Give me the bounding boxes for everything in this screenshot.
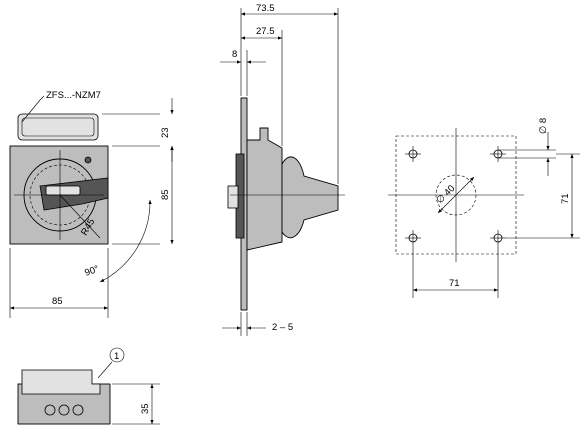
dim-27-5-label: 27.5 [256, 26, 275, 37]
dim-23-label: 23 [160, 127, 171, 138]
callout-circle [109, 347, 125, 363]
indicator-2 [58, 404, 70, 416]
rotation-arc [99, 199, 152, 283]
drill-pattern: ∅ 40 ∅ 8 71 71 [388, 118, 580, 298]
indicator-3 [72, 404, 84, 416]
front-top-cap [17, 113, 99, 141]
dim-85-vertical-label: 85 [160, 189, 171, 200]
type-ref-label: ZFS...-NZM7 [46, 90, 101, 101]
dim-2-5-label: 2 – 5 [272, 322, 293, 333]
dim-71-vertical-label: 71 [560, 193, 571, 204]
rotation-label: 90° [83, 264, 100, 279]
dim-71-horizontal-label: 71 [449, 278, 460, 289]
side-knob [281, 156, 339, 239]
dim-73-5-label: 73.5 [256, 3, 275, 14]
center-hole [435, 174, 477, 216]
dim-35-label: 35 [140, 403, 151, 414]
bottom-top-cap [21, 369, 101, 395]
dim-85-horizontal-label: 85 [52, 296, 63, 307]
bottom-detail: 1 35 [17, 347, 160, 425]
mounting-holes [405, 146, 506, 246]
front-view: ZFS...-NZM7 23 85 85 90° R45 [9, 90, 174, 318]
callout-number: 1 [114, 351, 119, 362]
dim-8-label: 8 [232, 49, 237, 60]
indicator-1 [44, 404, 56, 416]
side-view: 73.5 27.5 8 2 – 5 [220, 3, 345, 336]
side-body [246, 127, 283, 251]
hole-dia-label: ∅ 8 [538, 118, 549, 134]
